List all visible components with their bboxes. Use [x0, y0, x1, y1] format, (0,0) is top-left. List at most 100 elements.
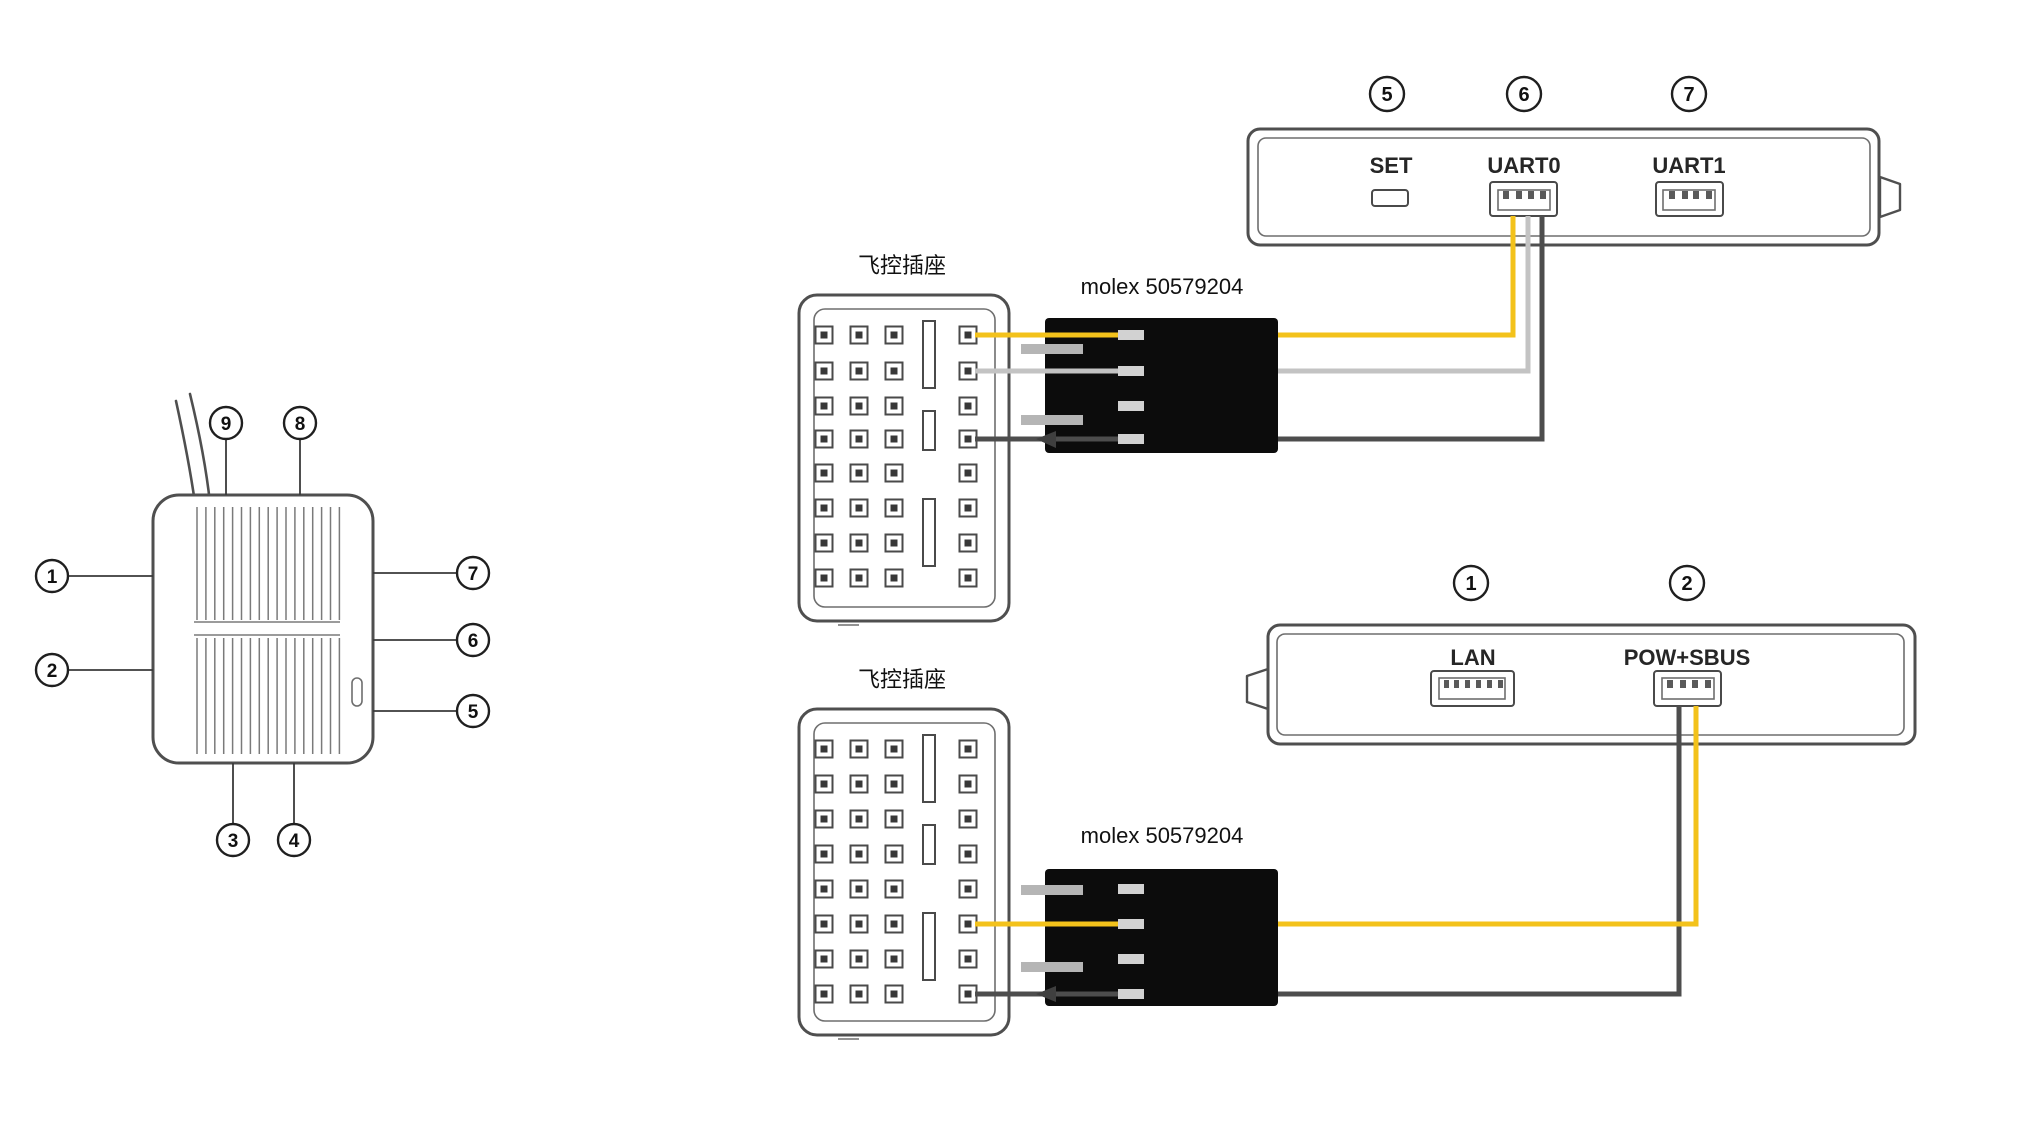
- crimp-contact: [1118, 989, 1144, 999]
- connector-inner: [1497, 189, 1551, 211]
- callout-circle: [215, 822, 251, 858]
- pin-contact: [890, 539, 898, 547]
- pin-contact: [964, 539, 972, 547]
- connector-pin: [1516, 191, 1522, 199]
- pin-contact: [820, 574, 828, 582]
- crimp-contact: [1118, 366, 1144, 376]
- socket-inner: [813, 722, 996, 1022]
- pow-sbus-label: POW+SBUS: [1624, 645, 1751, 670]
- molex-connector-block-bottom: [1045, 869, 1278, 1006]
- device-tab-right: [1878, 175, 1902, 219]
- pin-contact: [890, 990, 898, 998]
- fc-socket-top: [797, 293, 1011, 626]
- pin-contact: [890, 780, 898, 788]
- pin-contact: [890, 504, 898, 512]
- pin-contact: [890, 435, 898, 443]
- pin-contact: [964, 469, 972, 477]
- callout-1: 1: [34, 558, 153, 594]
- pin-contact: [855, 885, 863, 893]
- crimp-terminal: [1021, 344, 1083, 354]
- pin-contact: [890, 745, 898, 753]
- left-device-figure: 1 2 3 4 5 6 7: [34, 392, 491, 858]
- pin-contact: [820, 990, 828, 998]
- pin-contact: [820, 955, 828, 963]
- device-side-slot: [351, 677, 363, 707]
- pin-contact: [890, 850, 898, 858]
- connector-pin: [1454, 680, 1459, 688]
- lan-label: LAN: [1450, 645, 1495, 670]
- pin-contact: [855, 574, 863, 582]
- connector-pin: [1692, 680, 1698, 688]
- pin-contact: [820, 331, 828, 339]
- pin-contact: [890, 955, 898, 963]
- set-label: SET: [1370, 153, 1413, 178]
- pin-contact: [820, 435, 828, 443]
- callout-number: 2: [47, 661, 58, 682]
- callout-circle: [455, 622, 491, 658]
- set-button-icon: [1371, 189, 1409, 207]
- pin-contact: [964, 402, 972, 410]
- callout-circle: [455, 555, 491, 591]
- wire-gray-uart0: [1278, 216, 1531, 374]
- connector-pin: [1528, 191, 1534, 199]
- crimp-contact: [1118, 330, 1144, 340]
- uart1-label: UART1: [1652, 153, 1725, 178]
- crimp-terminal: [1021, 415, 1083, 425]
- callout-number: 6: [468, 631, 479, 652]
- wire-yellow-pow-sbus: [1278, 706, 1699, 927]
- connector-pin: [1706, 191, 1712, 199]
- connector-inner: [1438, 677, 1506, 700]
- heatsink-fins: [196, 507, 341, 754]
- socket-inner: [813, 308, 996, 608]
- bottom-device-box: LAN POW+SBUS: [1245, 623, 1917, 746]
- pin-contact: [964, 815, 972, 823]
- callout-number: 6: [1518, 84, 1529, 106]
- crimp-contact: [1118, 434, 1144, 444]
- connector-pin: [1444, 680, 1449, 688]
- fc-socket-bottom: [797, 707, 1011, 1040]
- callout-circle: [282, 405, 318, 441]
- pin-contact: [820, 745, 828, 753]
- fc-socket-label-top: 飞控插座: [858, 253, 946, 278]
- device-inner: [1257, 137, 1871, 237]
- connector-pin: [1540, 191, 1546, 199]
- bottom-assembly: 飞控插座 molex 50579204 LAN: [797, 564, 1917, 1040]
- pin-contact: [964, 367, 972, 375]
- device-body: [151, 493, 375, 765]
- pin-contact: [890, 920, 898, 928]
- pin-contact: [855, 504, 863, 512]
- callout-number: 1: [1465, 573, 1476, 595]
- wire-dark-uart0: [1278, 216, 1545, 442]
- callout-set: 5: [1368, 75, 1406, 113]
- crimp-terminal: [1021, 962, 1083, 972]
- pin-contact: [855, 780, 863, 788]
- top-device-box: SET UART0 UART1: [1246, 127, 1902, 247]
- socket-pin-grid: [814, 739, 978, 1004]
- device-outer: [1246, 127, 1881, 247]
- connector-outer: [1655, 181, 1724, 217]
- callout-circle: [1368, 75, 1406, 113]
- callout-5: 5: [373, 693, 491, 729]
- pin-contact: [964, 331, 972, 339]
- pin-contact: [820, 469, 828, 477]
- pin-contact: [964, 745, 972, 753]
- callout-number: 2: [1681, 573, 1692, 595]
- connector-pin: [1669, 191, 1675, 199]
- key-slot: [922, 824, 936, 865]
- pin-contact: [890, 815, 898, 823]
- crimp-terminal: [1021, 885, 1083, 895]
- pin-contact: [964, 504, 972, 512]
- molex-connector-block-top: [1045, 318, 1278, 453]
- callout-2: 2: [34, 652, 153, 688]
- callout-number: 7: [1683, 84, 1694, 106]
- callout-4: 4: [276, 763, 312, 858]
- device-tab-left: [1245, 667, 1270, 711]
- callout-circle: [455, 693, 491, 729]
- wire-yellow-uart0: [1278, 216, 1516, 338]
- pin-contact: [820, 885, 828, 893]
- connector-inner: [1662, 189, 1716, 211]
- pin-contact: [855, 331, 863, 339]
- pin-contact: [855, 815, 863, 823]
- pin-contact: [855, 990, 863, 998]
